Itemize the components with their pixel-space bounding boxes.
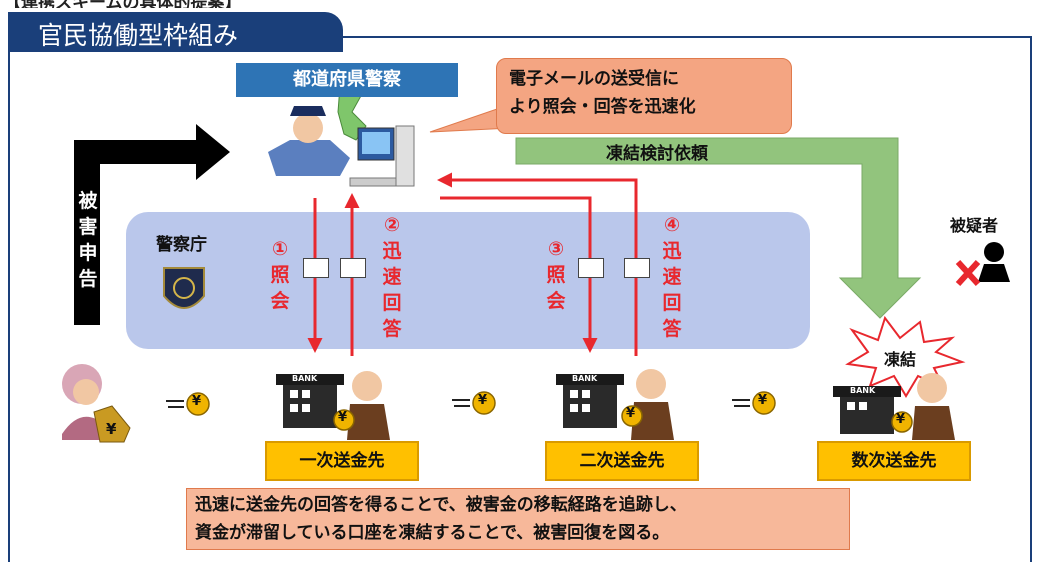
freeze-request-arrow xyxy=(515,137,922,319)
bank-teller-icon-2 xyxy=(621,369,674,440)
freeze-request-label: 凍結検討依頼 xyxy=(606,144,708,164)
mail-envelope-icon-4 xyxy=(624,258,650,278)
yen-symbol-1: ¥ xyxy=(192,394,202,409)
bank-label-subsequent: 数次送金先 xyxy=(817,441,971,481)
summary-line-1: 迅速に送金先の回答を得ることで、被害金の移転経路を追跡し、 xyxy=(195,495,687,515)
mail-envelope-icon-1 xyxy=(303,258,329,278)
summary-line-2: 資金が滞留している口座を凍結することで、被害回復を図る。 xyxy=(195,523,670,543)
damage-report-label: 被 害 申 告 xyxy=(78,190,98,290)
npa-emblem-icon xyxy=(163,267,205,309)
bank-sign-2: BANK xyxy=(572,374,598,383)
step-1-label: ① 照 会 xyxy=(270,238,290,312)
callout-line-2: より照会・回答を迅速化 xyxy=(509,97,696,117)
mail-envelope-icon-2 xyxy=(340,258,366,278)
money-transfer-icon-3 xyxy=(732,391,776,415)
victim-elderly-woman-icon xyxy=(62,364,131,443)
npa-panel xyxy=(126,212,810,349)
police-label: 都道府県警察 xyxy=(236,63,458,97)
bank-sign-1: BANK xyxy=(292,374,318,383)
title-banner: 官民協働型枠組み xyxy=(8,12,343,52)
money-transfer-icon-2 xyxy=(452,391,496,415)
mail-envelope-icon-3 xyxy=(578,258,604,278)
top-caption: 【連携スキームの具体的提案】 xyxy=(4,0,242,8)
bank-label-primary: 一次送金先 xyxy=(265,441,419,481)
page-title: 官民協働型枠組み xyxy=(38,21,239,50)
yen-symbol-7: ¥ xyxy=(106,420,117,438)
step-4-label: ④ 迅 速 回 答 xyxy=(662,214,682,340)
npa-label: 警察庁 xyxy=(156,235,207,255)
bank-teller-icon-3 xyxy=(891,373,955,440)
yen-symbol-3: ¥ xyxy=(758,393,768,408)
yen-symbol-4: ¥ xyxy=(338,410,348,425)
computer-icon xyxy=(349,125,415,187)
freeze-burst-label: 凍結 xyxy=(884,350,917,369)
top-caption-cropped: 【連携スキームの具体的提案】 xyxy=(0,0,520,8)
bank-building-icon-3 xyxy=(833,386,901,434)
suspect-label: 被疑者 xyxy=(950,216,999,235)
arrow-inquiry-3 xyxy=(440,196,598,353)
bank-label-secondary: 二次送金先 xyxy=(545,441,699,481)
bank-building-icon-1 xyxy=(276,374,344,428)
banner-rule xyxy=(330,36,1030,38)
step-3-label: ③ 照 会 xyxy=(546,238,566,312)
yen-symbol-6: ¥ xyxy=(896,412,906,427)
arrow-reply-4 xyxy=(437,172,638,356)
frame-right xyxy=(1030,36,1032,562)
frame-left xyxy=(8,50,10,562)
yen-symbol-5: ¥ xyxy=(626,406,636,421)
yen-symbol-2: ¥ xyxy=(478,393,488,408)
suspect-icon xyxy=(955,242,1010,287)
step-2-label: ② 迅 速 回 答 xyxy=(382,214,402,340)
summary-box: 迅速に送金先の回答を得ることで、被害金の移転経路を追跡し、 資金が滞留している口… xyxy=(186,488,850,550)
bank-building-icon-2 xyxy=(556,374,624,428)
bank-teller-icon-1 xyxy=(333,371,390,440)
damage-report-arrow xyxy=(74,124,230,325)
money-transfer-icon-1 xyxy=(166,392,210,416)
email-callout: 電子メールの送受信に より照会・回答を迅速化 xyxy=(496,58,792,134)
bank-sign-3: BANK xyxy=(850,386,876,395)
callout-line-1: 電子メールの送受信に xyxy=(509,69,679,89)
